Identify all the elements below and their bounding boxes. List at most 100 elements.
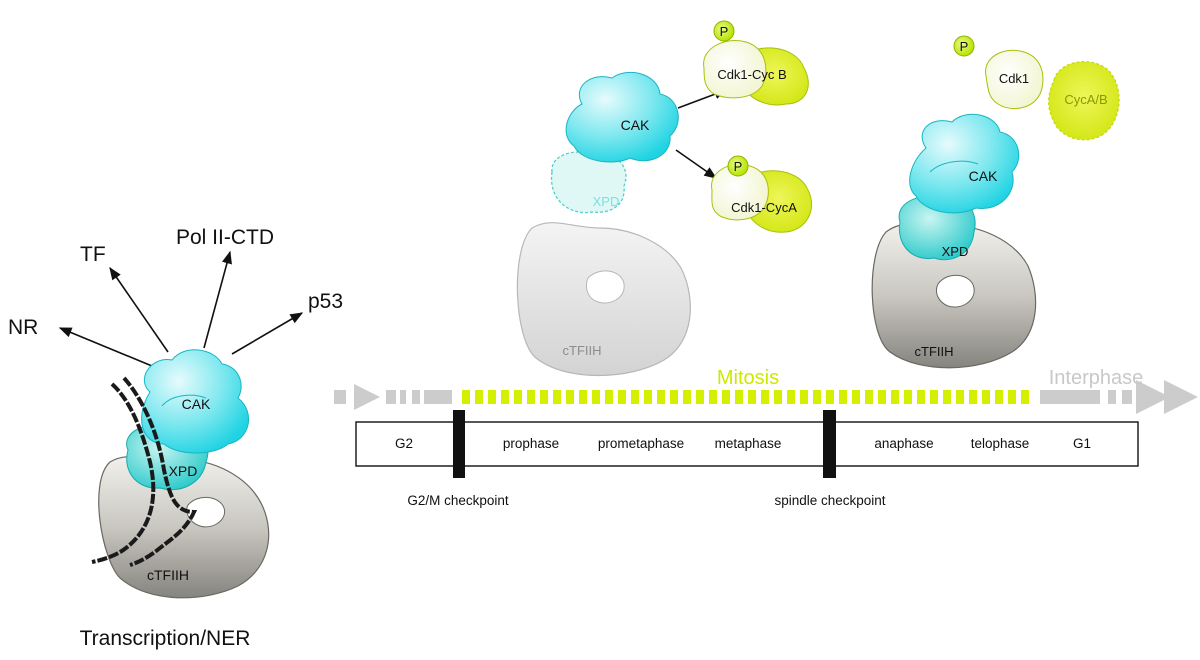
ctfiih-faded-pocket bbox=[585, 270, 625, 304]
mitosis-dash bbox=[852, 390, 860, 404]
mitosis-dash bbox=[787, 390, 795, 404]
phase-prometaphase: prometaphase bbox=[598, 436, 684, 451]
mitotic-complex-group: cTFIIH XPD CAK P Cdk1-Cyc B P Cdk1-CycA bbox=[516, 20, 813, 377]
mitosis-dash bbox=[1021, 390, 1029, 404]
target-nr: NR bbox=[8, 316, 38, 339]
cdk1-cycb-label: Cdk1-Cyc B bbox=[717, 67, 786, 82]
mitosis-dash bbox=[904, 390, 912, 404]
arrow-to-nr bbox=[58, 327, 153, 367]
checkpoint-spindle: spindle checkpoint bbox=[774, 493, 885, 508]
mitosis-dash bbox=[865, 390, 873, 404]
dna-strand-1 bbox=[91, 382, 156, 564]
mitosis-dash bbox=[592, 390, 600, 404]
arrow-to-tf bbox=[109, 266, 169, 353]
mitosis-dash bbox=[761, 390, 769, 404]
phase-g2: G2 bbox=[395, 436, 413, 451]
cak-shape-right bbox=[909, 113, 1020, 214]
mitosis-dash bbox=[462, 390, 470, 404]
transcription-ner-caption: Transcription/NER bbox=[80, 627, 251, 650]
mitosis-dash bbox=[514, 390, 522, 404]
mitosis-dash bbox=[878, 390, 886, 404]
mitosis-dash bbox=[579, 390, 587, 404]
interphase-label: Interphase bbox=[1049, 367, 1144, 389]
mitosis-dash bbox=[826, 390, 834, 404]
phospho-b bbox=[713, 20, 735, 42]
mitosis-dash bbox=[774, 390, 782, 404]
target-pol-ii-ctd: Pol II-CTD bbox=[176, 226, 274, 249]
transcription-ner-group: NR TF Pol II-CTD p53 CAK XPD cTFIIH Tran… bbox=[8, 226, 343, 650]
xpd-label-right: XPD bbox=[942, 244, 969, 259]
phase-prophase: prophase bbox=[503, 436, 559, 451]
phospho-label-b: P bbox=[720, 24, 729, 39]
mitosis-dash bbox=[618, 390, 626, 404]
cyc-free-label: CycA/B bbox=[1064, 92, 1107, 107]
cdk1-free-label: Cdk1 bbox=[999, 71, 1029, 86]
mitosis-dash bbox=[969, 390, 977, 404]
phospho-a bbox=[727, 155, 749, 177]
phase-box bbox=[355, 421, 1139, 467]
mitosis-dash bbox=[956, 390, 964, 404]
mitosis-dash bbox=[475, 390, 483, 404]
ctfiih-label-left: cTFIIH bbox=[147, 567, 189, 583]
mitosis-dash bbox=[605, 390, 613, 404]
phase-telophase: telophase bbox=[971, 436, 1030, 451]
cak-shape-mid bbox=[565, 71, 679, 163]
mitosis-dash bbox=[748, 390, 756, 404]
mitosis-dash bbox=[696, 390, 704, 404]
g2m-checkpoint-bar bbox=[453, 410, 465, 478]
xpd-label-left: XPD bbox=[169, 463, 198, 479]
mitosis-dashes bbox=[462, 390, 1029, 404]
mitosis-dash bbox=[540, 390, 548, 404]
mitosis-dash bbox=[670, 390, 678, 404]
mitosis-dash bbox=[735, 390, 743, 404]
mitosis-dash bbox=[930, 390, 938, 404]
cdk1-shape-b bbox=[703, 40, 767, 99]
interphase-complex-group: cTFIIH XPD CAK P Cdk1 CycA/B bbox=[871, 35, 1120, 369]
mitosis-dash bbox=[631, 390, 639, 404]
ctfiih-pocket bbox=[186, 497, 226, 528]
phospho-label-free: P bbox=[960, 39, 969, 54]
mitosis-dash bbox=[839, 390, 847, 404]
phospho-free bbox=[953, 35, 975, 57]
mitosis-dash bbox=[1008, 390, 1016, 404]
mitosis-dash bbox=[553, 390, 561, 404]
ctfiih-label-mid: cTFIIH bbox=[563, 343, 602, 358]
cdk1-free-shape bbox=[985, 49, 1044, 110]
mitosis-dash bbox=[813, 390, 821, 404]
checkpoint-g2m: G2/M checkpoint bbox=[407, 493, 509, 508]
target-tf: TF bbox=[80, 243, 106, 266]
mitosis-dash bbox=[527, 390, 535, 404]
cyc-free-shape bbox=[1048, 61, 1120, 141]
mitosis-dash bbox=[644, 390, 652, 404]
arrow-to-p53 bbox=[231, 312, 304, 355]
ctfiih-label-right: cTFIIH bbox=[915, 344, 954, 359]
arrow-to-cdk1-cyca bbox=[675, 149, 718, 179]
ctfiih-pocket-right bbox=[935, 274, 975, 308]
mitosis-dash bbox=[917, 390, 925, 404]
mitosis-dash bbox=[657, 390, 665, 404]
xpd-label-faded: XPD bbox=[593, 194, 620, 209]
cdk1-cyca-label: Cdk1-CycA bbox=[731, 200, 797, 215]
arrow-to-pol bbox=[203, 250, 232, 349]
mitosis-dash bbox=[488, 390, 496, 404]
mitosis-label: Mitosis bbox=[717, 367, 779, 389]
mitosis-dash bbox=[800, 390, 808, 404]
cak-label-mid: CAK bbox=[621, 117, 650, 133]
mitosis-dash bbox=[722, 390, 730, 404]
cak-shape bbox=[141, 349, 249, 454]
phase-anaphase: anaphase bbox=[874, 436, 933, 451]
phospho-label-a: P bbox=[734, 159, 743, 174]
phase-g1: G1 bbox=[1073, 436, 1091, 451]
mitosis-dash bbox=[566, 390, 574, 404]
xpd-faded-shape bbox=[550, 151, 627, 214]
mitosis-dash bbox=[995, 390, 1003, 404]
mitosis-dash bbox=[982, 390, 990, 404]
mitosis-dash bbox=[709, 390, 717, 404]
mitosis-dash bbox=[891, 390, 899, 404]
mitosis-dash bbox=[683, 390, 691, 404]
dna-strand-2 bbox=[122, 376, 198, 567]
phase-metaphase: metaphase bbox=[715, 436, 782, 451]
spindle-checkpoint-bar bbox=[823, 410, 836, 478]
